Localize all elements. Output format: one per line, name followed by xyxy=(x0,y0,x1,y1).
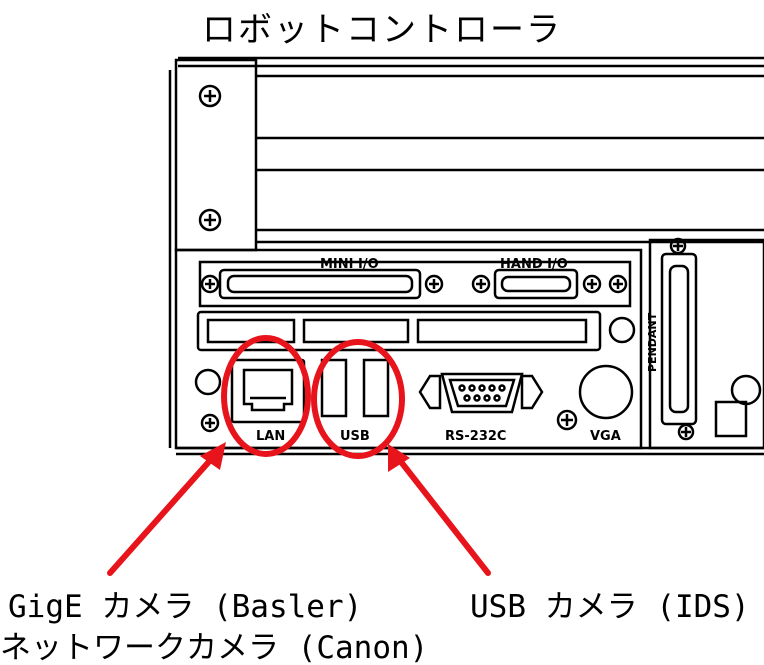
hand-io-connector xyxy=(493,268,579,300)
network-camera-caption: ネットワークカメラ (Canon) xyxy=(0,630,429,665)
lan-port xyxy=(230,358,306,424)
rs232c-label: RS-232C xyxy=(445,429,506,444)
lan-highlight-ring xyxy=(221,335,311,457)
usb-label: USB xyxy=(340,429,370,444)
usb-port xyxy=(362,358,390,418)
rs232c-connector xyxy=(418,372,544,414)
gige-camera-caption: GigE カメラ (Basler) xyxy=(8,589,363,625)
arrow-head xyxy=(388,444,410,472)
pendant-panel xyxy=(648,238,764,450)
screw-icon xyxy=(471,274,491,294)
pendant-label: PENDANT xyxy=(646,312,659,372)
screw-icon xyxy=(424,274,444,294)
screw-icon xyxy=(198,208,222,232)
usb-camera-caption: USB カメラ (IDS) xyxy=(470,589,750,625)
screw-icon xyxy=(608,274,628,294)
usb-highlight-ring xyxy=(311,339,405,459)
lan-callout-arrow xyxy=(107,453,217,576)
vga-label: VGA xyxy=(590,429,621,444)
lan-label: LAN xyxy=(256,429,285,444)
screw-icon xyxy=(200,274,220,294)
screw-icon xyxy=(198,84,222,108)
card-cage xyxy=(168,56,764,252)
arrow-head xyxy=(200,442,226,470)
indicator-led xyxy=(194,368,222,396)
mini-io-label: MINI I/O xyxy=(320,257,379,272)
usb-port xyxy=(320,358,348,418)
hand-io-label: HAND I/O xyxy=(500,257,568,272)
screw-icon xyxy=(200,413,220,433)
diagram-title: ロボットコントローラ xyxy=(202,10,562,50)
mini-io-connector xyxy=(218,268,422,300)
screw-icon xyxy=(582,274,602,294)
usb-callout-arrow xyxy=(395,455,491,576)
screw-icon xyxy=(669,237,687,255)
io-panel xyxy=(168,248,764,456)
screw-icon xyxy=(556,409,578,431)
expansion-slot-row xyxy=(196,310,636,352)
vga-port xyxy=(578,364,634,420)
screw-icon xyxy=(677,423,695,441)
